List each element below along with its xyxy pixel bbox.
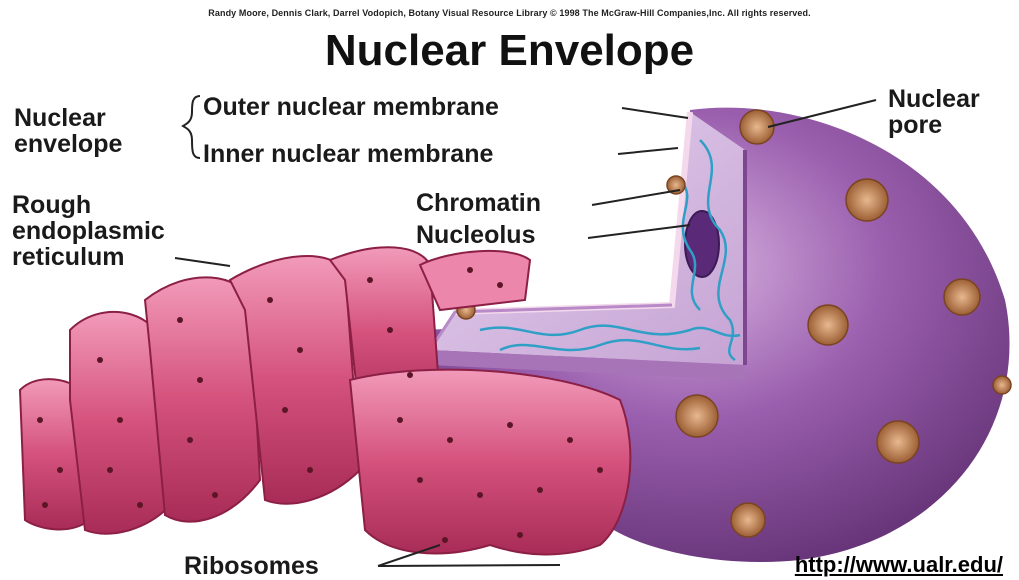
label-nucleolus: Nucleolus <box>416 222 535 248</box>
label-nuclear-pore-line2: pore <box>888 112 942 138</box>
label-nuclear-pore-line1: Nuclear <box>888 86 980 112</box>
label-chromatin: Chromatin <box>416 190 541 216</box>
label-inner-nuclear-membrane: Inner nuclear membrane <box>203 141 493 167</box>
label-rough-er-line2: endoplasmic <box>12 218 165 244</box>
label-nuclear-envelope-line1: Nuclear <box>14 105 106 131</box>
label-rough-er-line3: reticulum <box>12 244 125 270</box>
rough-er <box>20 247 630 554</box>
label-nuclear-envelope-line2: envelope <box>14 131 122 157</box>
source-url[interactable]: http://www.ualr.edu/ <box>795 552 1003 578</box>
label-ribosomes: Ribosomes <box>184 553 319 579</box>
label-rough-er-line1: Rough <box>12 192 91 218</box>
label-outer-nuclear-membrane: Outer nuclear membrane <box>203 94 499 120</box>
envelope-brace <box>183 96 200 158</box>
